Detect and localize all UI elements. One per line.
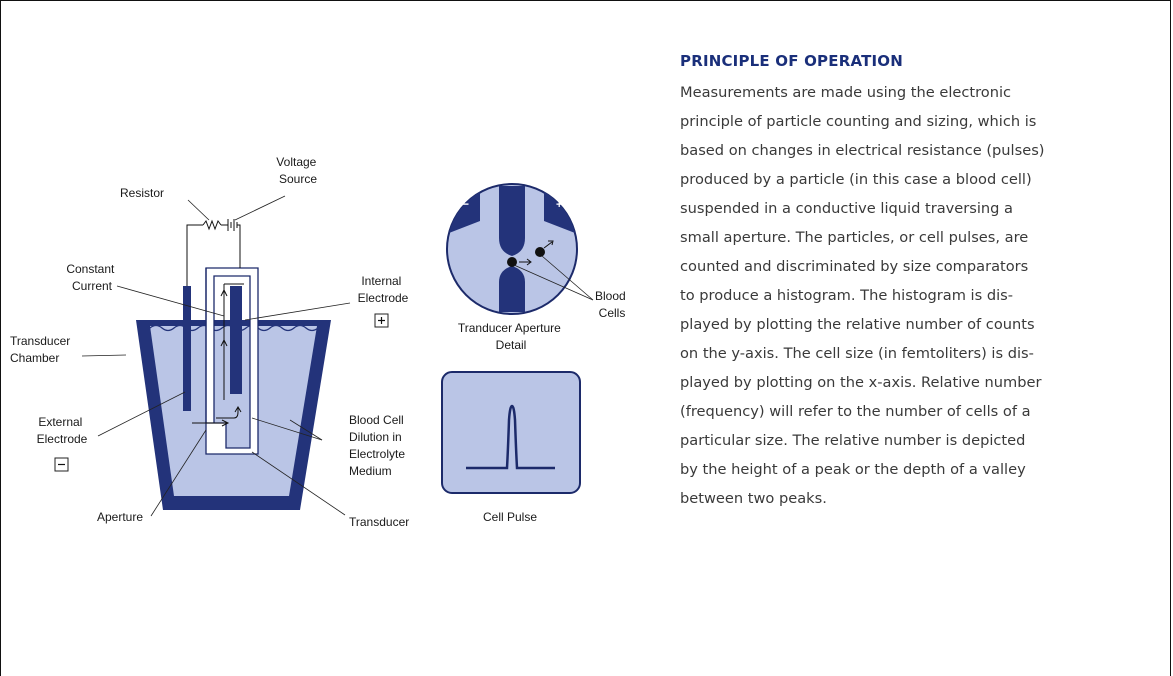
external-electrode-label: External Electrode (37, 415, 88, 446)
body-line: particular size. The relative number is … (680, 432, 1026, 449)
transducer-label: Transducer (349, 515, 409, 529)
transducer-chamber-label: Transducer Chamber (10, 334, 74, 365)
body-line: on the y-axis. The cell size (in femtoli… (680, 345, 1034, 362)
body-line: played by plotting on the x-axis. Relati… (680, 374, 1042, 391)
body-line: to produce a histogram. The histogram is… (680, 287, 1014, 304)
section-heading: PRINCIPLE OF OPERATION (680, 52, 904, 70)
circuit-wires (186, 219, 241, 286)
body-line: based on changes in electrical resistanc… (680, 142, 1045, 159)
resistor-label: Resistor (120, 186, 164, 200)
constant-current-label: Constant Current (66, 262, 117, 293)
external-electrode-minus-icon (54, 457, 69, 472)
aperture-detail-label: Tranducer Aperture Detail (458, 321, 564, 352)
body-paragraph: Measurements are made using the electron… (680, 78, 1160, 513)
electrolyte-medium (150, 326, 317, 496)
aperture-detail (446, 183, 594, 315)
body-line: Measurements are made using the electron… (680, 84, 1012, 101)
blood-cell-dilution-label: Blood Cell Dilution in Electrolyte Mediu… (349, 413, 408, 478)
internal-electrode-label: Internal Electrode (358, 274, 409, 305)
aperture-label: Aperture (97, 510, 143, 524)
body-line: suspended in a conductive liquid travers… (680, 200, 1013, 217)
cell-pulse-label: Cell Pulse (483, 510, 537, 524)
internal-electrode (230, 286, 242, 394)
body-line: (frequency) will refer to the number of … (680, 403, 1031, 420)
aperture-minus-sign: − (462, 197, 469, 211)
blood-cells-label: Blood Cells (595, 289, 629, 320)
battery-icon (227, 219, 238, 231)
leader-lines (81, 195, 351, 517)
transducer-diagram: − + Voltage Source Resistor Constant Cur… (10, 155, 629, 529)
body-line: produced by a particle (in this case a b… (680, 171, 1032, 188)
blood-cell (535, 247, 545, 257)
current-path (192, 283, 244, 427)
voltage-source-label: Voltage Source (276, 155, 319, 186)
body-line: between two peaks. (680, 490, 827, 507)
cell-pulse-graph (441, 371, 581, 494)
body-line: by the height of a peak or the depth of … (680, 461, 1026, 478)
aperture-plus-sign: + (556, 199, 562, 211)
body-line: small aperture. The particles, or cell p… (680, 229, 1029, 246)
principle-text-column: PRINCIPLE OF OPERATION Measurements are … (680, 50, 1160, 513)
external-electrode (183, 286, 191, 411)
body-line: played by plotting the relative number o… (680, 316, 1035, 333)
blood-cell (507, 257, 517, 267)
internal-electrode-plus-icon (374, 313, 389, 328)
body-line: counted and discriminated by size compar… (680, 258, 1029, 275)
body-line: principle of particle counting and sizin… (680, 113, 1037, 130)
